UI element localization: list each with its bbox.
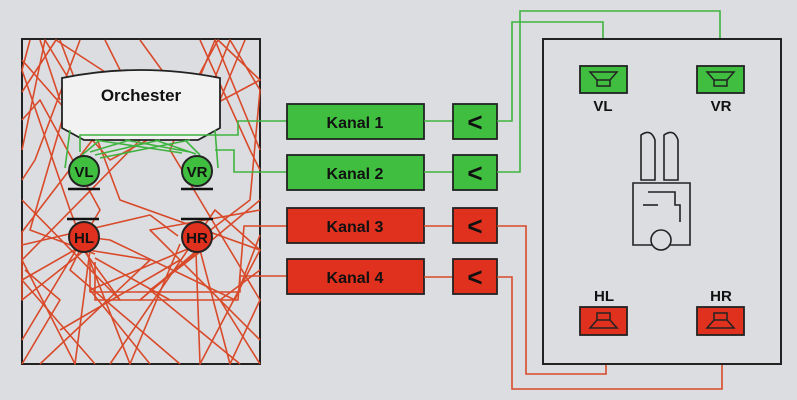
amplifier-2-symbol: < xyxy=(467,158,482,188)
mic-vr: VR xyxy=(181,155,213,191)
channel-1: Kanal 1 xyxy=(286,103,425,140)
channel-1-label: Kanal 1 xyxy=(327,115,384,132)
mic-hl: HL xyxy=(67,217,100,253)
amplifier-3: < xyxy=(452,207,498,244)
amplifier-3-symbol: < xyxy=(467,211,482,241)
listener-figure xyxy=(632,131,691,251)
mic-vr-label: VR xyxy=(187,164,208,181)
amplifier-4: < xyxy=(452,258,498,295)
speaker-vr-label: VR xyxy=(711,98,732,115)
channel-2: Kanal 2 xyxy=(286,154,425,191)
speaker-hl: HL xyxy=(579,288,628,336)
speaker-vr: VR xyxy=(696,65,745,115)
listening-room xyxy=(542,38,782,365)
amplifier-1: < xyxy=(452,103,498,140)
speaker-vl-label: VL xyxy=(593,98,612,115)
channel-2-label: Kanal 2 xyxy=(327,166,384,183)
mic-hr-label: HR xyxy=(186,230,208,247)
speaker-hr-label: HR xyxy=(710,288,732,305)
amplifier-1-symbol: < xyxy=(467,107,482,137)
mic-hl-label: HL xyxy=(74,230,94,247)
amplifier-4-symbol: < xyxy=(467,262,482,292)
direct-sound-rays xyxy=(64,120,287,173)
channel-4-label: Kanal 4 xyxy=(327,270,384,287)
orchestra-shell xyxy=(61,69,221,141)
mic-vl: VL xyxy=(68,155,100,191)
channel-3-label: Kanal 3 xyxy=(327,219,384,236)
channel-4: Kanal 4 xyxy=(286,258,425,295)
mic-hr: HR xyxy=(181,217,213,253)
speaker-hl-label: HL xyxy=(594,288,614,305)
amplifier-2: < xyxy=(452,154,498,191)
mic-vl-label: VL xyxy=(74,164,93,181)
speaker-vl: VL xyxy=(579,65,628,115)
orchestra-label: Orchester xyxy=(101,86,182,105)
speaker-hr: HR xyxy=(696,288,745,336)
channel-3: Kanal 3 xyxy=(286,207,425,244)
channel-amp-links xyxy=(424,120,453,278)
